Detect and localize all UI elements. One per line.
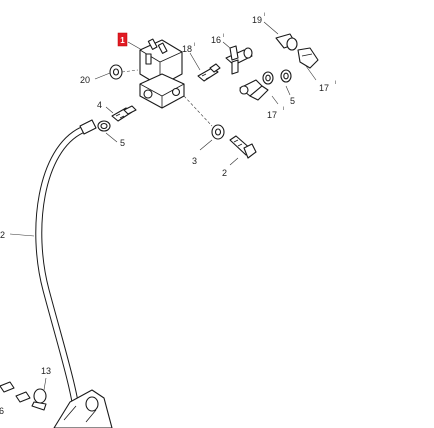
callout-17-right[interactable]: 17 — [319, 83, 329, 93]
callout-2[interactable]: 2 — [222, 168, 227, 178]
tee-fitting-16[interactable] — [225, 45, 253, 75]
fitting-18[interactable] — [197, 63, 221, 82]
callout-16[interactable]: 16 — [211, 35, 221, 45]
elbow-fitting-19[interactable] — [275, 33, 319, 69]
hose-12[interactable] — [35, 119, 97, 428]
solenoid-valve[interactable] — [139, 38, 185, 109]
callout-5-right[interactable]: 5 — [290, 96, 295, 106]
o-ring-5-right[interactable] — [262, 69, 292, 85]
hose-clamp-13[interactable] — [31, 388, 47, 411]
callout-17-left[interactable]: 17 — [267, 110, 277, 120]
callout-12[interactable]: 12 — [0, 230, 5, 240]
callout-1-label: 1 — [120, 36, 125, 45]
info-marker-18: i — [194, 42, 195, 48]
info-marker-17-right: i — [335, 80, 336, 86]
washer-20[interactable] — [109, 64, 123, 80]
info-marker-17-left: i — [283, 106, 284, 112]
callout-1[interactable]: 1 — [117, 32, 128, 47]
info-marker-19: i — [264, 12, 265, 18]
info-marker-16: i — [223, 33, 224, 39]
o-ring-5-left[interactable] — [97, 120, 111, 132]
callout-highlight — [117, 32, 128, 47]
callout-5-left[interactable]: 5 — [120, 138, 125, 148]
screw-2[interactable] — [229, 135, 257, 159]
washer-3[interactable] — [211, 124, 225, 140]
boiler-housing — [53, 389, 113, 428]
fitting-6[interactable] — [0, 381, 31, 403]
callout-18[interactable]: 18 — [182, 44, 192, 54]
callout-13[interactable]: 13 — [41, 366, 51, 376]
fitting-4[interactable] — [111, 105, 137, 122]
callout-6[interactable]: 6 — [0, 406, 4, 416]
callout-3[interactable]: 3 — [192, 156, 197, 166]
callout-4[interactable]: 4 — [97, 100, 102, 110]
callout-20[interactable]: 20 — [80, 75, 90, 85]
callout-19[interactable]: 19 — [252, 15, 262, 25]
elbow-fitting-17[interactable] — [239, 79, 269, 101]
